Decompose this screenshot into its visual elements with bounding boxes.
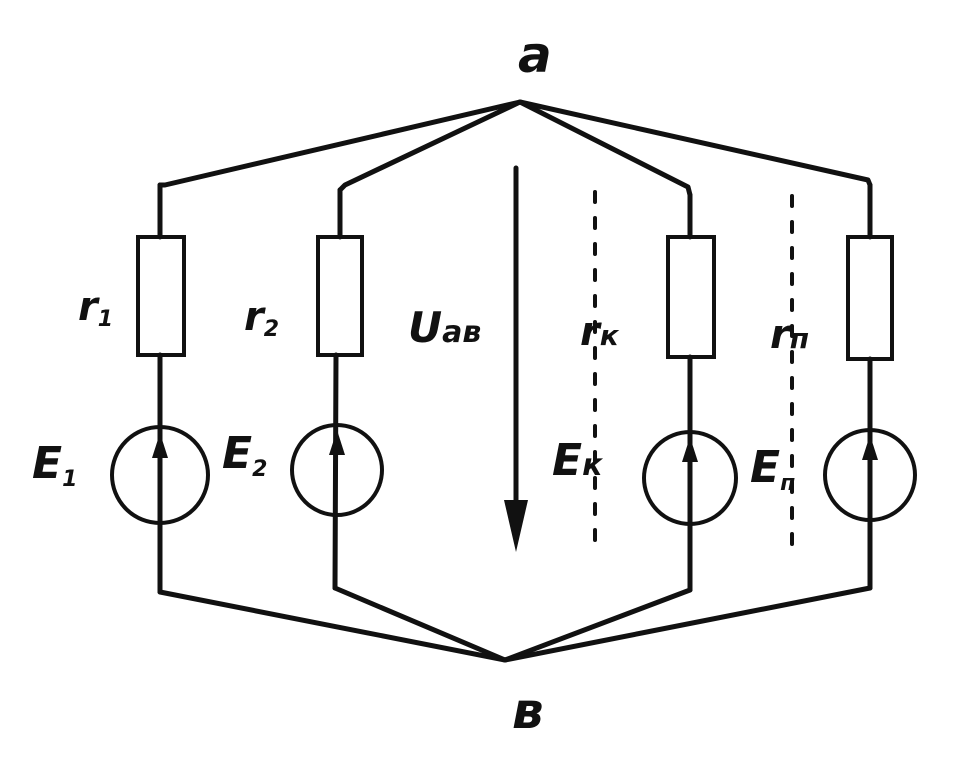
source-e2-arrow-icon [329,430,345,455]
bottom-wire-branch-k [502,587,693,663]
branch-2: r2 E2 [222,187,384,591]
source-ek-arrow-icon [682,437,698,462]
source-e1 [110,425,210,525]
bottom-wire-branch-2 [332,585,508,663]
source-e2 [290,423,384,517]
source-en-arrow-icon [862,435,878,460]
branch-n: rп Eп [750,182,917,591]
branch-2-wire-mid [332,352,339,591]
resistor-r1-label: r1 [78,284,113,332]
branch-1: r1 E1 [32,182,210,595]
top-wire-branch-2 [337,99,523,193]
source-e1-label: E1 [32,438,77,492]
voltage-uab-label: Uав [408,303,481,352]
resistor-rn-label: rп [770,312,809,358]
node-a-label: a [518,26,552,84]
top-wire-branch-k [517,99,693,198]
voltage-arrow-head-icon [504,500,528,552]
source-ek-label: Eк [552,435,603,486]
resistor-rk [666,235,716,359]
resistor-r2 [316,235,364,357]
source-e1-arrow-icon [152,433,168,458]
top-wire-branch-1 [157,99,523,188]
resistor-r1 [136,235,186,357]
resistor-r2-label: r2 [244,294,279,342]
resistor-rn [846,235,894,361]
top-wire-branch-n [517,99,873,188]
resistor-rk-label: rк [580,309,620,355]
bottom-wire-branch-1 [157,589,508,663]
source-en [823,428,917,522]
branch-k: rк Eк [552,192,738,593]
node-b-label: в [512,682,544,740]
voltage-uab: Uав [408,165,528,552]
source-ek [642,430,738,526]
source-e2-label: E2 [222,428,267,482]
bottom-wire-branch-n [502,585,873,663]
source-en-label: Eп [750,442,795,496]
